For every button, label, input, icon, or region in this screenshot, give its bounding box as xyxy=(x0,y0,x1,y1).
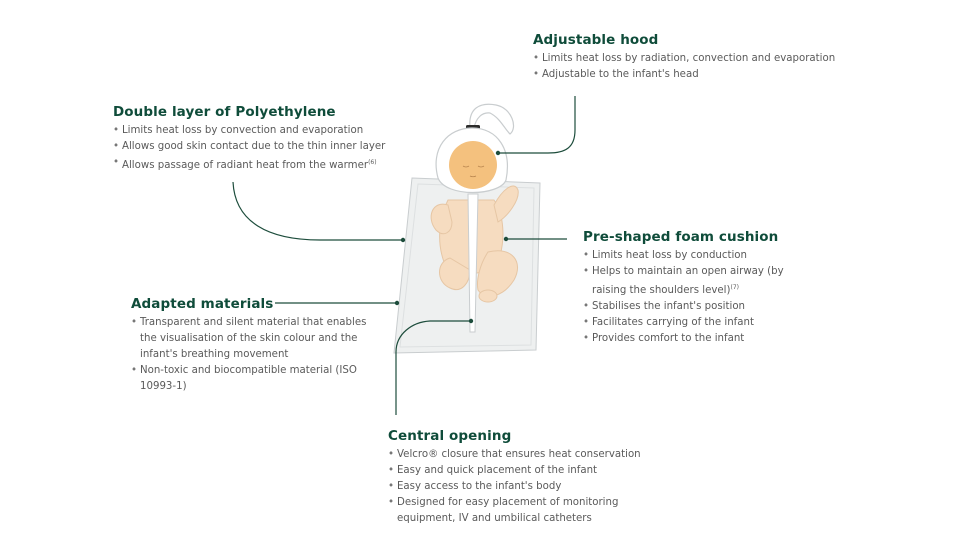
list-item: Allows good skin contact due to the thin… xyxy=(113,139,403,155)
list-item: Allows passage of radiant heat from the … xyxy=(113,155,403,174)
list-item: Non-toxic and biocompatible material (IS… xyxy=(131,363,371,395)
leader-dot-polyethylene xyxy=(400,237,406,243)
infant-face xyxy=(449,141,497,189)
central-opening-strip xyxy=(467,193,479,333)
hood-loop xyxy=(469,103,515,135)
infant-right-arm xyxy=(493,185,519,223)
list-item: Stabilises the infant's position xyxy=(583,299,798,315)
callout-list: Limits heat loss by conduction Helps to … xyxy=(583,248,798,347)
list-item: Easy and quick placement of the infant xyxy=(388,463,663,479)
leader-dot-cushion xyxy=(503,236,509,242)
infant-foot xyxy=(478,289,498,303)
list-item: Limits heat loss by conduction xyxy=(583,248,798,264)
reference-marker: (6) xyxy=(368,159,377,166)
leader-dot-hood xyxy=(495,150,501,156)
list-item: Helps to maintain an open airway (by rai… xyxy=(583,264,798,299)
list-item-text: Helps to maintain an open airway (by rai… xyxy=(592,266,784,296)
list-item: Transparent and silent material that ena… xyxy=(131,315,371,363)
list-item: Adjustable to the infant's head xyxy=(533,67,853,83)
callout-list: Velcro® closure that ensures heat conser… xyxy=(388,447,663,527)
callout-title: Double layer of Polyethylene xyxy=(113,104,336,120)
list-item: Designed for easy placement of monitorin… xyxy=(388,495,663,527)
infant-right-leg xyxy=(477,250,519,297)
list-item-text: Allows passage of radiant heat from the … xyxy=(122,160,369,171)
callout-title: Central opening xyxy=(388,428,512,444)
callout-adapted-materials: Adapted materials Transparent and silent… xyxy=(131,296,371,395)
callout-double-layer-polyethylene: Double layer of Polyethylene Limits heat… xyxy=(113,104,403,174)
callout-adjustable-hood: Adjustable hood Limits heat loss by radi… xyxy=(533,32,853,83)
list-item: Facilitates carrying of the infant xyxy=(583,315,798,331)
list-item: Provides comfort to the infant xyxy=(583,331,798,347)
callout-central-opening: Central opening Velcro® closure that ens… xyxy=(388,428,663,527)
callout-title: Adjustable hood xyxy=(533,32,659,48)
callout-list: Limits heat loss by convection and evapo… xyxy=(113,123,403,174)
callout-title: Pre-shaped foam cushion xyxy=(583,229,779,245)
leader-line-hood xyxy=(498,96,576,154)
leader-dot-materials xyxy=(394,300,400,306)
reference-marker: (7) xyxy=(730,284,739,291)
callout-list: Transparent and silent material that ena… xyxy=(131,315,371,395)
callout-title: Adapted materials xyxy=(131,296,274,312)
callout-pre-shaped-foam-cushion: Pre-shaped foam cushion Limits heat loss… xyxy=(583,229,798,347)
leader-line-polyethylene xyxy=(232,181,403,241)
leader-dot-opening xyxy=(468,318,474,324)
callout-list: Limits heat loss by radiation, convectio… xyxy=(533,51,853,83)
list-item: Limits heat loss by convection and evapo… xyxy=(113,123,403,139)
list-item: Limits heat loss by radiation, convectio… xyxy=(533,51,853,67)
infant-left-arm xyxy=(430,203,453,235)
leader-line-opening xyxy=(395,320,471,415)
list-item: Easy access to the infant's body xyxy=(388,479,663,495)
list-item: Velcro® closure that ensures heat conser… xyxy=(388,447,663,463)
